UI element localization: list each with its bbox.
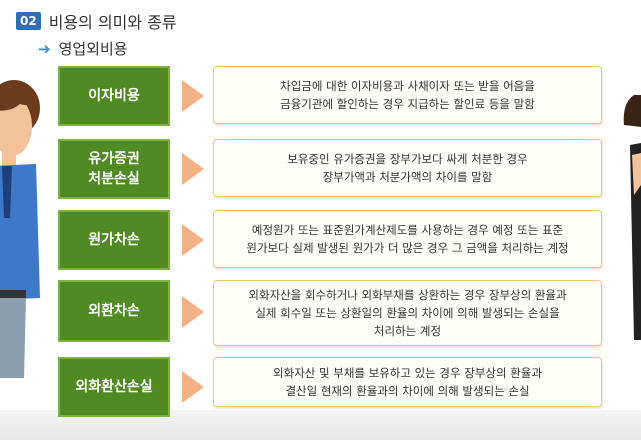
expense-label: 유가증권 처분손실 xyxy=(58,139,170,199)
arrow-right-icon xyxy=(182,153,204,185)
woman-character-illustration xyxy=(623,95,641,340)
expense-label: 외환차손 xyxy=(58,280,170,342)
expense-row: 외환차손 외화자산을 회수하거나 외화부채를 상환하는 경우 장부상의 환율과 … xyxy=(58,280,602,346)
expense-row: 이자비용 차입금에 대한 이자비용과 사채이자 또는 받을 어음을 금융기관에 … xyxy=(58,66,602,126)
section-header: 02 비용의 의미와 종류 xyxy=(16,9,177,33)
expense-description: 외화자산을 회수하거나 외화부채를 상환하는 경우 장부상의 환율과 실제 회수… xyxy=(213,280,602,346)
expense-description: 예정원가 또는 표준원가계산제도를 사용하는 경우 예정 또는 표준 원가보다 … xyxy=(213,210,602,268)
subsection-title: 영업외비용 xyxy=(58,40,128,58)
subsection-header: ➔ 영업외비용 xyxy=(38,38,128,59)
expense-label: 이자비용 xyxy=(58,66,170,126)
section-number-badge: 02 xyxy=(16,12,41,30)
arrow-right-icon: ➔ xyxy=(38,39,51,58)
expense-description: 외화자산 및 부채를 보유하고 있는 경우 장부상의 환율과 결산일 현재의 환… xyxy=(213,357,602,407)
expense-label: 원가차손 xyxy=(58,210,170,270)
arrow-right-icon xyxy=(182,296,204,328)
arrow-right-icon xyxy=(182,80,204,112)
expense-row: 원가차손 예정원가 또는 표준원가계산제도를 사용하는 경우 예정 또는 표준 … xyxy=(58,210,602,270)
man-character-illustration xyxy=(0,80,40,378)
expense-label: 외화환산손실 xyxy=(58,357,170,417)
expense-row: 유가증권 처분손실 보유중인 유가증권을 장부가보다 싸게 처분한 경우 장부가… xyxy=(58,139,602,199)
arrow-right-icon xyxy=(182,224,204,256)
arrow-right-icon xyxy=(182,371,204,403)
expense-description: 차입금에 대한 이자비용과 사채이자 또는 받을 어음을 금융기관에 할인하는 … xyxy=(213,66,602,124)
expense-row: 외화환산손실 외화자산 및 부채를 보유하고 있는 경우 장부상의 환율과 결산… xyxy=(58,357,602,417)
expense-description: 보유중인 유가증권을 장부가보다 싸게 처분한 경우 장부가액과 처분가액의 차… xyxy=(213,139,602,197)
section-title: 비용의 의미와 종류 xyxy=(48,13,177,32)
